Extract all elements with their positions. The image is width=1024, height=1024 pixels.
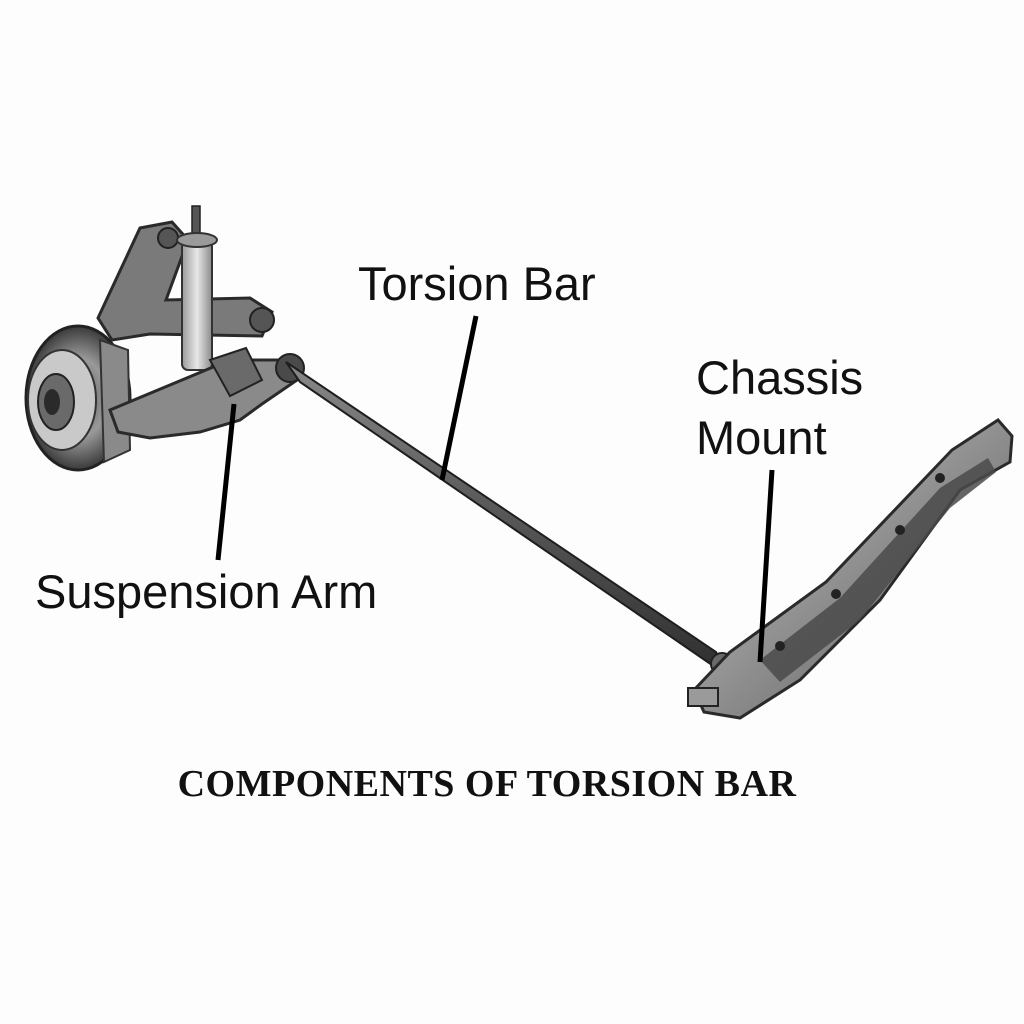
- suspension-arm-label: Suspension Arm: [35, 565, 378, 618]
- wheel-hub-assembly: [24, 324, 132, 472]
- torsion-bar: [285, 361, 734, 677]
- shock-absorber: [176, 205, 218, 371]
- chassis-mount-leader-line: [757, 469, 775, 663]
- torsion-bar-leader-line: [439, 315, 479, 481]
- chassis-mount-label-line2: Mount: [696, 411, 827, 464]
- chassis-mount-label: Chassis Mount: [696, 348, 863, 468]
- suspension-arm-leader-line: [215, 403, 237, 561]
- torsion-bar-label: Torsion Bar: [358, 257, 596, 310]
- chassis-frame-rail: [687, 418, 1014, 720]
- upper-control-arm: [96, 220, 275, 342]
- diagram-caption: COMPONENTS OF TORSION BAR: [177, 763, 797, 805]
- chassis-mount-label-line1: Chassis: [696, 351, 864, 404]
